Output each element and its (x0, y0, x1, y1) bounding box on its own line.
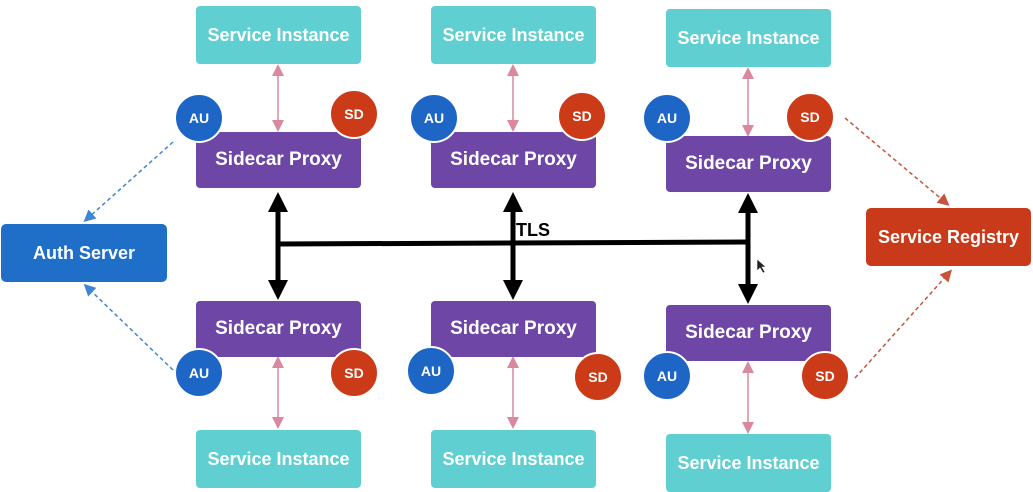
sd-badge: SD (329, 348, 379, 398)
service-instance-bottom-middle: Service Instance (431, 430, 596, 488)
sd-badge: SD (800, 351, 850, 401)
sd-badge: SD (329, 89, 379, 139)
service-instance-bottom-right: Service Instance (666, 434, 831, 492)
sidecar-proxy-top-right: Sidecar Proxy (666, 136, 831, 192)
au-badge: AU (174, 348, 224, 398)
registry-link-bottom (854, 269, 952, 379)
service-instance-bottom-left: Service Instance (196, 430, 361, 488)
sd-badge: SD (573, 352, 623, 402)
service-instance-top-left: Service Instance (196, 6, 361, 64)
sd-badge: SD (785, 92, 835, 142)
auth-link-top (83, 141, 174, 222)
cursor-icon (756, 258, 767, 274)
tls-label: TLS (516, 220, 550, 240)
auth-server: Auth Server (1, 224, 167, 282)
sidecar-proxy-bottom-left: Sidecar Proxy (196, 301, 361, 357)
service-registry: Service Registry (866, 208, 1031, 266)
au-badge: AU (409, 93, 459, 143)
sidecar-proxy-top-middle: Sidecar Proxy (431, 132, 596, 188)
au-badge: AU (642, 93, 692, 143)
service-instance-top-right: Service Instance (666, 9, 831, 67)
au-badge: AU (174, 93, 224, 143)
au-badge: AU (642, 351, 692, 401)
sidecar-proxy-top-left: Sidecar Proxy (196, 132, 361, 188)
sd-badge: SD (557, 91, 607, 141)
service-instance-top-middle: Service Instance (431, 6, 596, 64)
sidecar-proxy-bottom-right: Sidecar Proxy (666, 305, 831, 361)
au-badge: AU (406, 346, 456, 396)
sidecar-proxy-bottom-middle: Sidecar Proxy (431, 301, 596, 357)
auth-link-bottom (83, 283, 174, 371)
registry-link-top (844, 117, 950, 206)
